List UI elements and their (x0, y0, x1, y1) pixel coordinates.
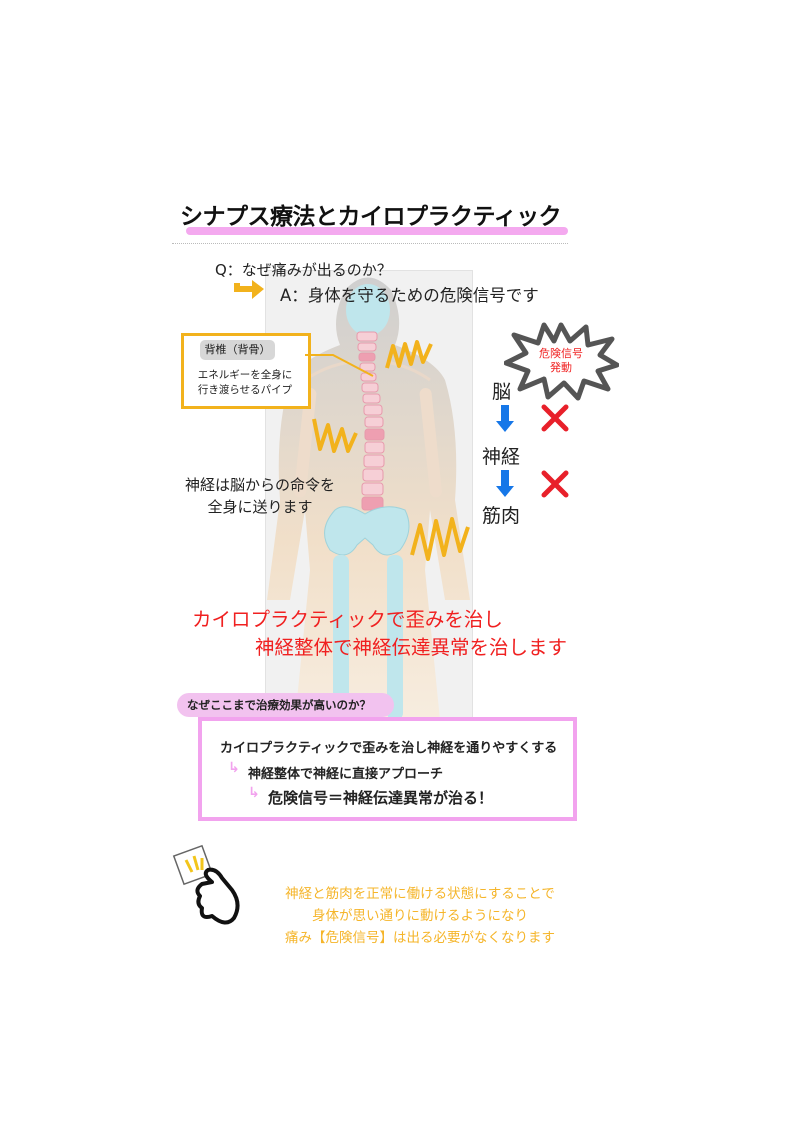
return-arrow-icon: ↳ (248, 785, 260, 801)
nerve-line: 全身に送ります (207, 498, 313, 516)
why-line1: カイロプラクティックで歪みを治し神経を通りやすくする (220, 741, 558, 756)
conclusion-line: 痛み【危険信号】は出る必要がなくなります (285, 930, 555, 946)
answer-text: A：身体を守るための危険信号です (280, 286, 539, 305)
why-line2: 神経整体で神経に直接アプローチ (248, 767, 444, 782)
title-underline (186, 227, 568, 235)
nerve-description: 神経は脳からの命令を 全身に送ります (170, 474, 350, 518)
pain-zigzag-icon (385, 340, 433, 369)
callout-pointer (305, 354, 374, 377)
conclusion-line: 神経と筋肉を正常に働ける状態にすることで (285, 886, 555, 902)
danger-line: 危険信号 (539, 347, 583, 360)
red-message-line1: カイロプラクティックで歪みを治し (192, 608, 503, 631)
nerve-line: 神経は脳からの命令を (184, 476, 335, 494)
question-text: Q：なぜ痛みが出るのか？ (215, 261, 392, 279)
callout-line: エネルギーを全身に (197, 369, 293, 381)
arrow-down-icon (496, 405, 514, 432)
page-title: シナプス療法とカイロプラクティック (180, 204, 562, 230)
cross-icon (541, 404, 569, 432)
danger-burst-icon (504, 322, 619, 401)
arrow-down-icon (496, 470, 514, 497)
answer-box (198, 717, 577, 821)
callout-tag: 背椎（背骨） (200, 340, 275, 360)
flow-muscle: 筋肉 (482, 505, 521, 527)
danger-badge-text: 危険信号 発動 (519, 347, 603, 375)
divider (172, 243, 568, 244)
arrow-right-icon (234, 280, 264, 299)
pain-zigzag-icon (410, 517, 470, 561)
callout-description: エネルギーを全身に 行き渡らせるパイプ (186, 368, 304, 398)
cross-icon (541, 470, 569, 498)
conclusion-line: 身体が思い通りに動けるようになり (312, 908, 528, 924)
why-question-badge: なぜここまで治療効果が高いのか？ (177, 693, 394, 717)
skeleton-illustration (267, 277, 470, 720)
conclusion-text: 神経と筋肉を正常に働ける状態にすることで 身体が思い通りに動けるようになり 痛み… (240, 883, 600, 949)
flow-nerve: 神経 (482, 446, 521, 468)
flow-brain: 脳 (492, 381, 512, 403)
why-line3: 危険信号＝神経伝達異常が治る！ (268, 789, 494, 807)
return-arrow-icon: ↳ (228, 760, 240, 776)
danger-line: 発動 (550, 361, 572, 374)
red-message-line2: 神経整体で神経伝達異常を治します (255, 636, 568, 659)
pointing-hand-icon (172, 844, 240, 925)
pain-zigzag-icon (312, 418, 358, 453)
callout-line: 行き渡らせるパイプ (197, 384, 293, 396)
